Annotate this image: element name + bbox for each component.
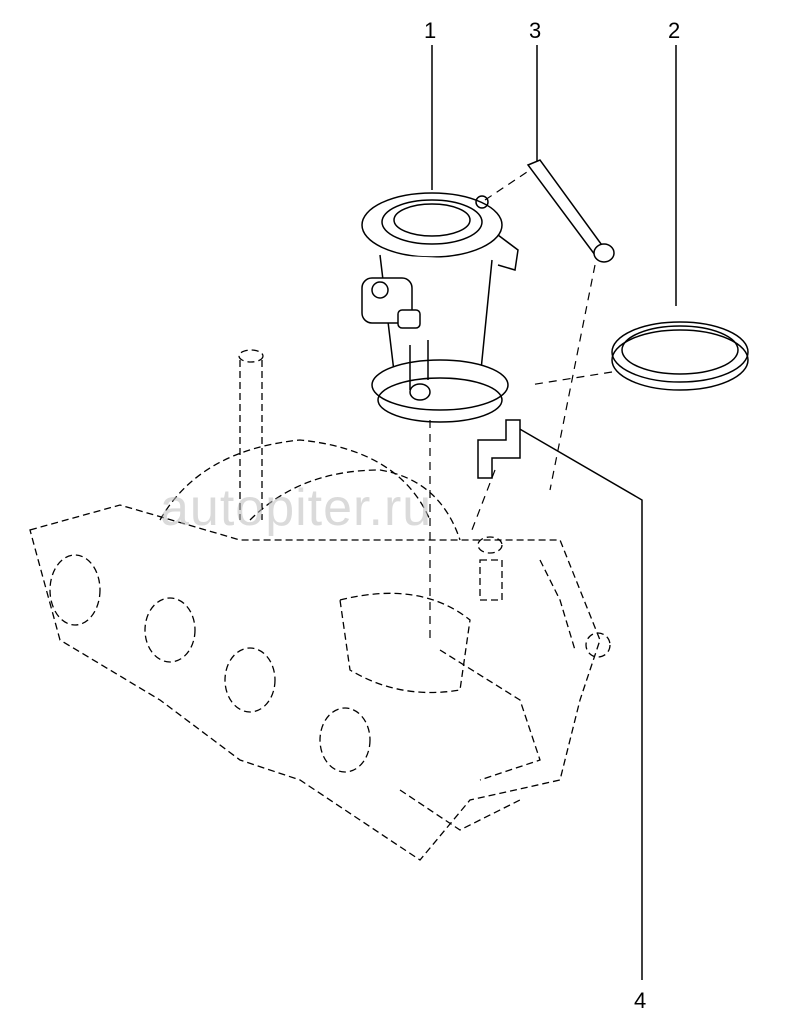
callout-3: 3 (529, 18, 542, 43)
watermark: autopiter.ru (160, 479, 433, 537)
intake-manifold (29, 349, 611, 861)
throttle-rod (526, 159, 615, 263)
throttle-body (361, 192, 519, 423)
assembly-lines (429, 169, 613, 640)
callout-2: 2 (668, 18, 681, 43)
bracket (477, 419, 521, 479)
leader-line-4 (517, 427, 643, 980)
callout-1: 1 (424, 18, 437, 43)
callout-4: 4 (634, 988, 647, 1013)
gasket-ring (611, 321, 749, 391)
